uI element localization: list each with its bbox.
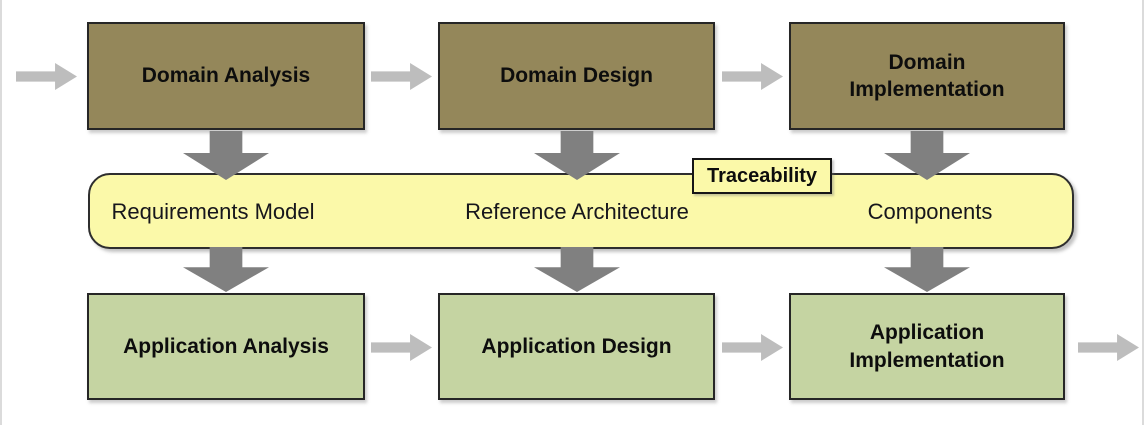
stage-label: Application Analysis	[123, 334, 329, 358]
flow-arrow-right-icon	[16, 63, 77, 90]
stage-box-domain-analysis: Domain Analysis	[87, 22, 365, 130]
stage-box-domain-design: Domain Design	[438, 22, 715, 130]
band-item-reference-architecture: Reference Architecture	[465, 199, 689, 224]
traceability-tag-label: Traceability	[706, 164, 818, 187]
flow-arrow-down-icon	[884, 247, 970, 292]
traceability-tag: Traceability	[692, 158, 832, 194]
stage-box-application-design: Application Design	[438, 293, 715, 400]
flow-arrow-right-icon	[722, 63, 783, 90]
flow-arrow-down-icon	[183, 247, 269, 292]
flow-arrow-right-icon	[371, 334, 432, 361]
stage-label: Application Design	[481, 334, 672, 358]
flow-arrow-right-icon	[371, 63, 432, 90]
flow-arrow-right-icon	[722, 334, 783, 361]
stage-box-application-implementation: Application Implementation	[789, 293, 1065, 400]
stage-label: Domain Analysis	[141, 64, 311, 88]
page-left-border	[0, 0, 2, 425]
flow-arrow-right-icon	[1078, 334, 1139, 361]
stage-box-domain-implementation: Domain Implementation	[789, 22, 1065, 130]
flow-arrow-down-icon	[534, 247, 620, 292]
stage-box-application-analysis: Application Analysis	[87, 293, 365, 400]
band-item-components: Components	[867, 199, 993, 224]
band-item-requirements-model: Requirements Model	[111, 199, 315, 224]
page-right-border	[1142, 0, 1144, 425]
stage-label: Application Implementation	[849, 321, 1005, 372]
stage-label: Domain Design	[500, 64, 653, 88]
stage-label: Domain Implementation	[849, 50, 1005, 101]
